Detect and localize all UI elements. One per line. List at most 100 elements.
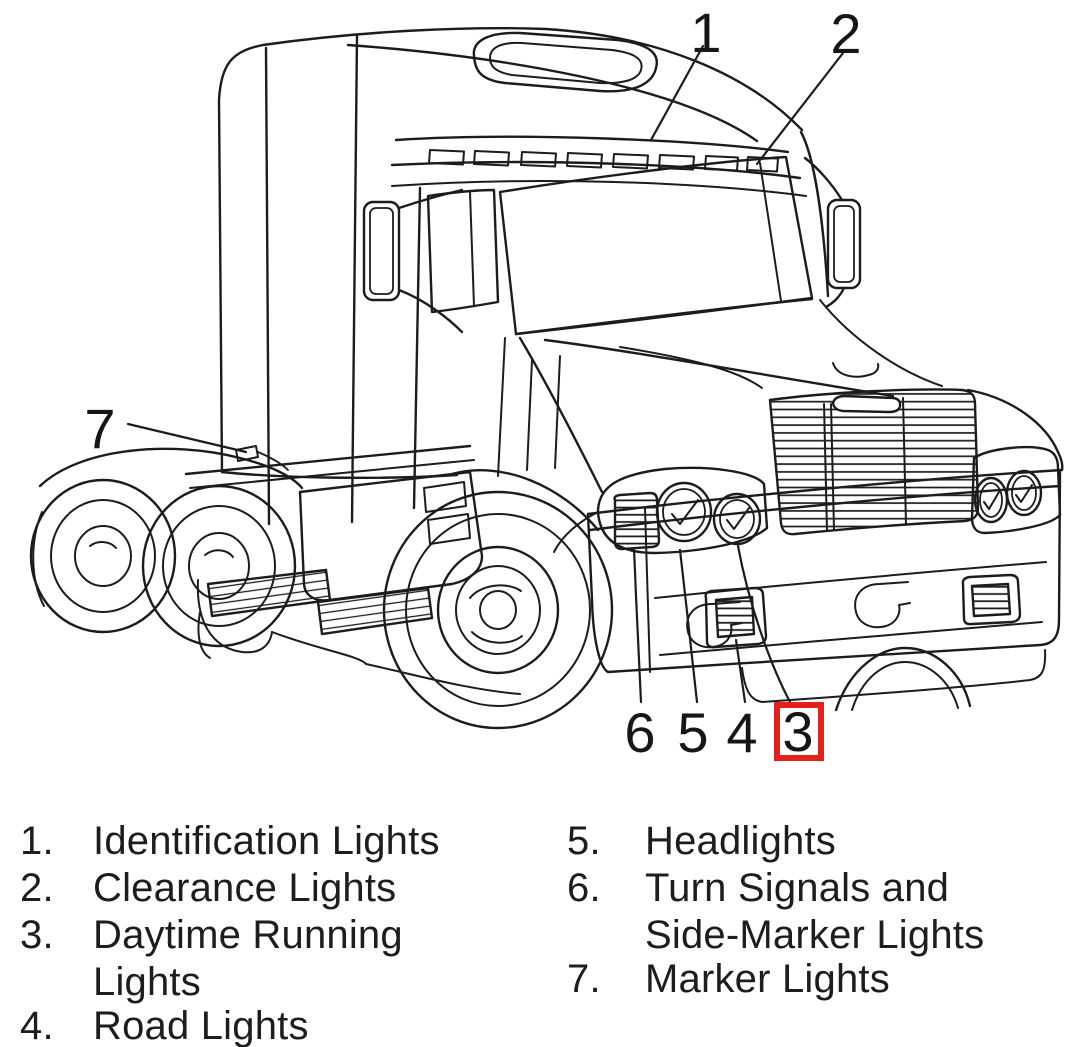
legend-item-number: 2. xyxy=(20,866,54,910)
bumper-left-cap xyxy=(586,512,610,674)
roof-marker-lights xyxy=(428,149,779,173)
bumper-bottom-right xyxy=(606,468,1062,674)
cab-step-lower xyxy=(427,513,471,545)
callout-4: 4 xyxy=(726,701,757,764)
lower-skirt xyxy=(271,631,521,695)
rear-wheel-1-mid xyxy=(50,499,156,613)
bumper-line2 xyxy=(588,484,1062,532)
legend-item-text: Turn Signals and xyxy=(645,866,950,910)
bumper-top xyxy=(586,468,1064,516)
turnsignal-light xyxy=(613,491,661,551)
leader-5 xyxy=(678,548,699,704)
mirror-right-arm-top xyxy=(803,156,844,202)
fender-wrap xyxy=(553,511,599,553)
mirror-left-inner xyxy=(369,207,394,295)
legend-item-text: Lights xyxy=(93,960,201,1004)
windshield-divider xyxy=(759,162,782,302)
legend-item-number: 7. xyxy=(567,957,601,1001)
mirror-left-arm-bottom xyxy=(397,288,464,334)
front-wheel-right-arc xyxy=(834,646,972,712)
tow-hook-right xyxy=(854,581,911,629)
fender-near-top xyxy=(518,336,604,494)
cab-step-upper xyxy=(423,481,467,513)
legend-item-7: 7. Marker Lights xyxy=(567,956,890,1003)
legend-item-number: 4. xyxy=(20,1004,54,1047)
headlight-pod-left xyxy=(596,466,769,555)
legend-item-4: 4. Road Lights xyxy=(20,1003,309,1047)
legend-item-number: 3. xyxy=(20,913,54,957)
grille-divider-3 xyxy=(902,397,907,525)
mirror-left xyxy=(362,200,401,302)
legend-item-6: 6. Turn Signals and Side-Marker Lights xyxy=(567,865,984,959)
visor-band xyxy=(391,180,807,197)
front-hub-center xyxy=(479,590,517,630)
front-hub xyxy=(455,565,541,655)
legend-item-3: 3. Daytime Running Lights xyxy=(20,912,403,1006)
roadlight-right-bezel xyxy=(961,573,1022,626)
legend-item-1: 1. Identification Lights xyxy=(20,818,440,865)
roadlight-left xyxy=(714,595,756,639)
door-bottom-edge xyxy=(497,337,506,477)
headlight-1-inner xyxy=(662,488,706,536)
leader-3 xyxy=(736,544,792,704)
mirror-left-arm-top xyxy=(397,188,464,210)
roof-inner-sweep xyxy=(346,43,759,143)
grille xyxy=(768,388,980,536)
leader-lines xyxy=(126,44,845,704)
cab-extender xyxy=(526,355,561,471)
rear-wheel-2-hub xyxy=(204,549,234,558)
legend-item-number: 6. xyxy=(567,866,601,910)
cab-right-lower xyxy=(819,299,943,387)
fuel-tank xyxy=(196,579,273,654)
headlight-1-outer xyxy=(655,481,713,543)
rear-wheel-2-outer xyxy=(141,484,297,648)
step-tread-2 xyxy=(316,586,434,636)
rear-fender xyxy=(38,447,304,490)
legend-item-text: Road Lights xyxy=(93,1004,309,1047)
hood-crease xyxy=(619,346,763,389)
cab-mid-crease xyxy=(350,34,359,524)
a-pillar-outer xyxy=(799,130,830,298)
legend-item-number: 1. xyxy=(20,819,54,863)
cab-rear-crease xyxy=(264,46,271,526)
headlight-4-check xyxy=(1015,484,1033,503)
rear-wheel-1-hub xyxy=(89,541,117,549)
callout-1: 1 xyxy=(690,1,721,64)
legend-item-2: 2. Clearance Lights xyxy=(20,865,396,912)
truck-line-drawing: 1 2 7 6 5 4 3 xyxy=(29,1,1064,764)
step-tread-1 xyxy=(206,568,332,618)
marker-light xyxy=(235,445,259,462)
grille-latch xyxy=(831,394,902,414)
bumper-left-inner xyxy=(644,507,651,673)
front-fender-arc xyxy=(450,469,600,532)
grille-divider-2 xyxy=(830,403,835,531)
leader-1 xyxy=(649,44,705,142)
hood-right-fender xyxy=(966,388,1064,472)
leader-7 xyxy=(126,422,248,454)
front-hub-slot-bottom xyxy=(471,631,523,644)
hood-badge xyxy=(832,362,880,378)
sunroof-outer xyxy=(472,31,659,93)
light-strip-bottom xyxy=(390,160,802,180)
door-rear-edge xyxy=(412,186,422,510)
rear-dual-arc xyxy=(32,511,45,607)
headlight-3-inner xyxy=(979,482,1003,518)
headlight-2-inner xyxy=(719,499,755,539)
highlight-box-3 xyxy=(774,702,824,761)
mirror-right-arm-bottom xyxy=(824,286,846,309)
callout-5: 5 xyxy=(677,701,708,764)
rear-wheel-2-mid xyxy=(162,505,276,627)
bumper-recess-bottom xyxy=(659,621,1043,656)
roadlight-right xyxy=(970,582,1012,618)
legend-item-text: Headlights xyxy=(645,819,837,863)
sunroof-inner xyxy=(489,41,643,85)
legend-item-text: Identification Lights xyxy=(93,819,440,863)
legend-item-text: Clearance Lights xyxy=(93,866,397,910)
legend-item-text: Daytime Running xyxy=(93,913,403,957)
callout-7: 7 xyxy=(84,397,115,460)
air-dam xyxy=(741,649,1047,703)
cab-rear-edge xyxy=(217,98,224,474)
cab-roof-outline xyxy=(217,26,804,132)
rear-wheel-1-rim xyxy=(74,525,132,587)
